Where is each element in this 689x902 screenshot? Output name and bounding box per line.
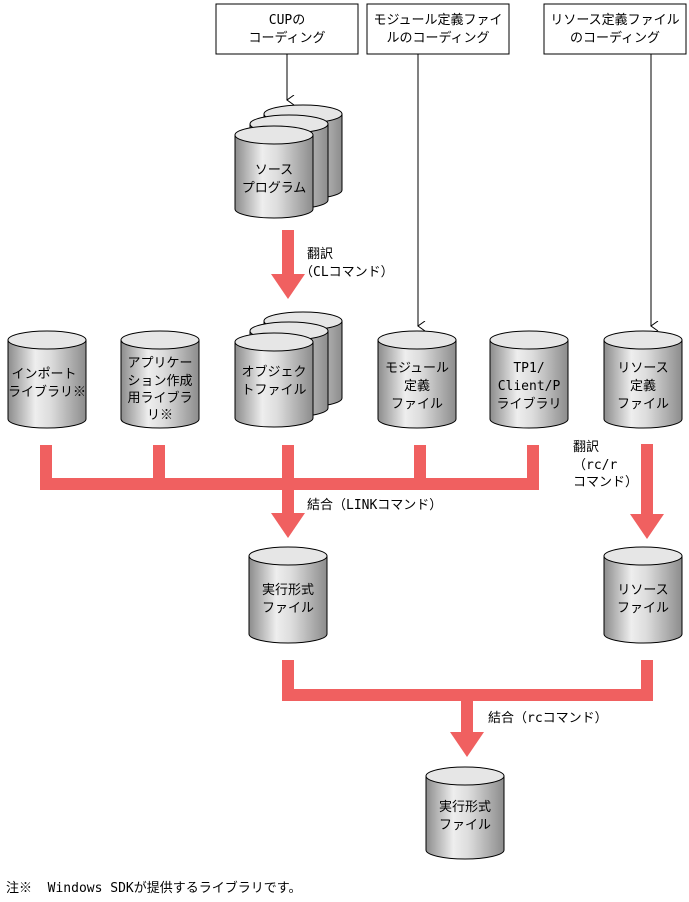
box-resource-def-coding: リソース定義ファイル のコーディング — [543, 3, 687, 55]
box-module-def-line-2: ルのコーディング — [386, 30, 489, 46]
cylinder-resource-file: リソース ファイル — [603, 546, 683, 644]
app-library-line-4: リ※ — [147, 408, 173, 423]
cylinder-module-def-file: モジュール 定義 ファイル — [377, 330, 457, 429]
cylinder-final-executable-file: 実行形式 ファイル — [425, 766, 505, 860]
box-cup-coding: CUPの コーディング — [215, 3, 359, 55]
resource-def-file-line-3: ファイル — [617, 397, 669, 412]
box-module-def-coding: モジュール定義ファイ ルのコーディング — [366, 3, 510, 55]
box-cup-coding-line-2: コーディング — [248, 30, 325, 46]
object-file-line-1: オブジェク — [241, 364, 306, 380]
translate-rc-label-1: 翻訳 — [573, 440, 599, 455]
resource-def-file-line-1: リソース — [617, 361, 668, 376]
arrow-translate-rc — [630, 444, 664, 539]
app-library-line-1: アプリケー — [127, 356, 192, 371]
cylinder-source-program: ソース プログラム — [234, 104, 343, 219]
resource-file-line-2: ファイル — [617, 601, 669, 616]
arrow-translate-cl — [271, 230, 305, 299]
translate-rc-label-2: （rc/r — [573, 458, 617, 473]
resource-file-line-1: リソース — [617, 583, 668, 598]
link-label: 結合（LINKコマンド） — [307, 498, 442, 513]
import-library-line-2: ライブラリ※ — [8, 384, 86, 400]
module-def-file-line-1: モジュール — [385, 361, 449, 376]
link-connector — [40, 445, 539, 538]
footnote: 注※ Windows SDKが提供するライブラリです。 — [6, 881, 302, 896]
box-module-def-line-1: モジュール定義ファイ — [373, 12, 502, 28]
translate-cl-label-2: （CLコマンド） — [300, 265, 394, 280]
module-def-file-line-3: ファイル — [391, 397, 443, 412]
final-executable-line-1: 実行形式 — [439, 799, 491, 815]
app-library-line-2: ション作成 — [127, 374, 192, 389]
rc-link-connector — [282, 660, 653, 757]
cylinder-executable-file: 実行形式 ファイル — [248, 546, 328, 644]
cylinder-front — [234, 332, 314, 428]
cylinder-object-file: オブジェク トファイル — [234, 311, 343, 428]
executable-file-line-1: 実行形式 — [262, 582, 314, 598]
box-cup-coding-line-1: CUPの — [269, 13, 305, 28]
import-library-line-1: インポート — [11, 367, 76, 382]
app-library-line-3: 用ライブラ — [127, 390, 192, 406]
box-resource-def-line-1: リソース定義ファイル — [550, 12, 679, 28]
box-resource-def-line-2: のコーディング — [570, 30, 660, 46]
cylinder-app-library: アプリケー ション作成 用ライブラ リ※ — [120, 330, 200, 429]
link-rc-label: 結合（rcコマンド） — [488, 711, 608, 726]
source-program-line-1: ソース — [255, 163, 293, 178]
module-def-file-line-2: 定義 — [404, 378, 430, 394]
final-executable-line-2: ファイル — [439, 818, 491, 833]
executable-file-line-2: ファイル — [262, 601, 314, 616]
cylinder-front — [234, 125, 314, 219]
cylinder-tp1-library: TP1/ Client/P ライブラリ — [489, 330, 569, 429]
object-file-line-2: トファイル — [241, 383, 306, 398]
translate-cl-label-1: 翻訳 — [307, 247, 333, 262]
source-program-line-2: プログラム — [242, 181, 307, 196]
tp1-library-line-2: Client/P — [498, 379, 561, 394]
cylinder-resource-def-file: リソース 定義 ファイル — [603, 330, 683, 429]
tp1-library-line-3: ライブラリ — [496, 396, 561, 412]
translate-rc-label-3: コマンド） — [573, 475, 638, 490]
cylinder-import-library: インポート ライブラリ※ — [7, 330, 87, 429]
resource-def-file-line-2: 定義 — [630, 378, 656, 394]
tp1-library-line-1: TP1/ — [513, 361, 544, 376]
